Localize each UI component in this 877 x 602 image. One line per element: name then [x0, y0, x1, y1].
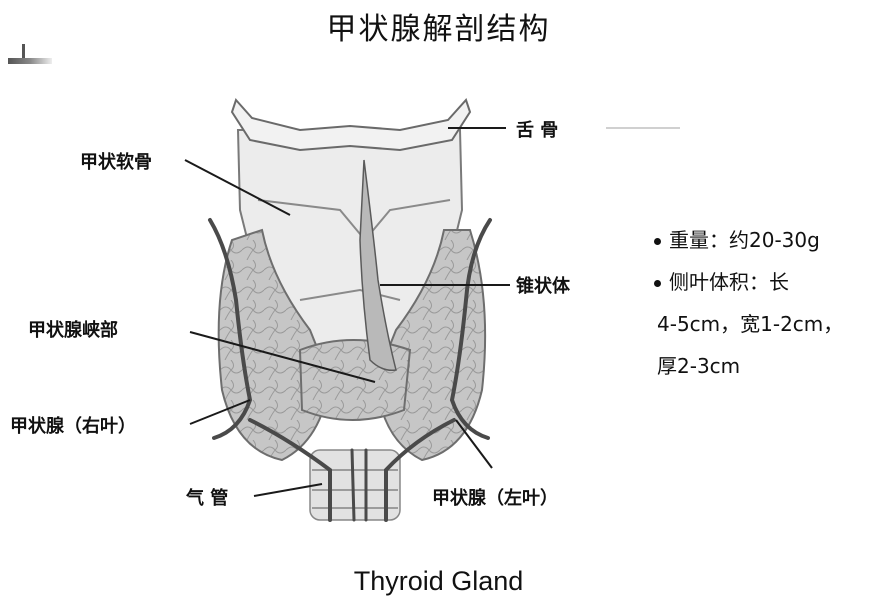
pyramidal-lobe-label: 锥状体 — [516, 272, 570, 298]
caption: Thyroid Gland — [0, 566, 877, 597]
trachea-label: 气 管 — [186, 484, 228, 510]
right-lobe-label: 甲状腺（右叶） — [10, 412, 136, 438]
info-volume-dimensions: 4-5cm，宽1-2cm， — [657, 308, 843, 337]
bullet-dot-icon — [654, 280, 661, 287]
info-volume: 侧叶体积：长 — [654, 266, 789, 295]
hyoid-label: 舌 骨 — [516, 116, 558, 142]
bullet-dot-icon — [654, 238, 661, 245]
left-lobe-label: 甲状腺（左叶） — [432, 484, 558, 510]
hyoid-bone-shape — [232, 100, 470, 150]
thyroid-cartilage-label: 甲状软骨 — [80, 148, 152, 174]
info-weight: 重量：约20-30g — [654, 224, 820, 253]
info-weight-text: 重量：约20-30g — [669, 228, 820, 252]
info-volume-text: 侧叶体积：长 — [669, 270, 789, 294]
info-volume-thickness: 厚2-3cm — [657, 350, 740, 379]
isthmus-label: 甲状腺峡部 — [28, 316, 118, 342]
